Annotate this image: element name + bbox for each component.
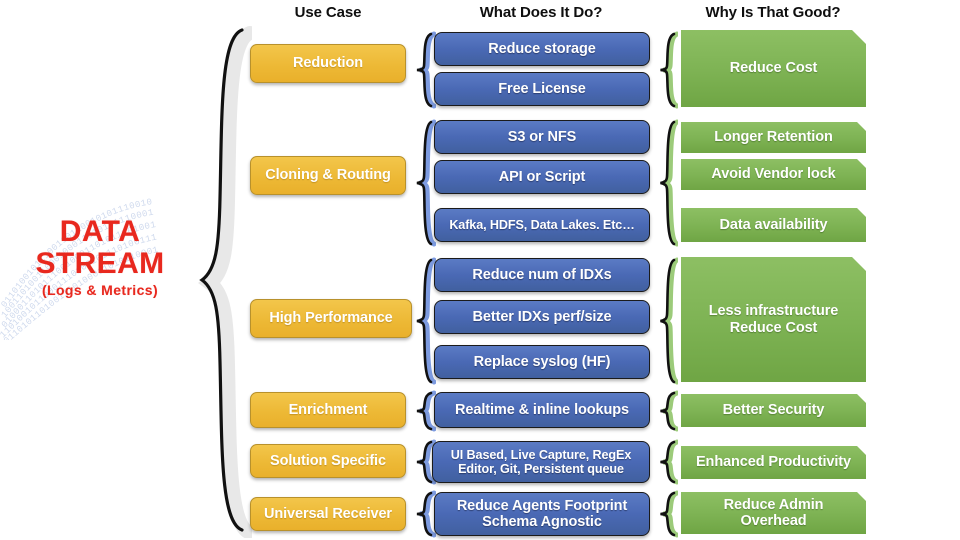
- what-box-better-idxs-perf-size[interactable]: Better IDXs perf/size: [434, 300, 650, 334]
- hero-subtitle: (Logs & Metrics): [41, 282, 159, 299]
- brace-why-row-4: [660, 390, 678, 432]
- why-box-reduce-admin-overhead[interactable]: Reduce Admin Overhead: [681, 492, 866, 534]
- why-box-reduce-cost[interactable]: Reduce Cost: [681, 30, 866, 107]
- use-case-box-enrichment[interactable]: Enrichment: [250, 392, 406, 428]
- binary-wave-graphic: 01101001011100110110010101110010 1001101…: [0, 197, 159, 340]
- why-box-better-security[interactable]: Better Security: [681, 394, 866, 427]
- brace-what-row-2: [416, 119, 436, 247]
- why-line-overhead: Overhead: [740, 513, 807, 529]
- what-box-free-license[interactable]: Free License: [434, 72, 650, 106]
- brace-why-row-1: [660, 31, 678, 109]
- use-case-box-reduction[interactable]: Reduction: [250, 44, 406, 83]
- what-line-editor-git: Editor, Git, Persistent queue: [458, 462, 624, 476]
- what-box-replace-syslog-hf[interactable]: Replace syslog (HF): [434, 345, 650, 379]
- use-case-box-cloning-routing[interactable]: Cloning & Routing: [250, 156, 406, 195]
- what-box-reduce-storage[interactable]: Reduce storage: [434, 32, 650, 66]
- brace-what-row-3: [416, 257, 436, 385]
- what-box-s3-or-nfs[interactable]: S3 or NFS: [434, 120, 650, 154]
- why-box-enhanced-productivity[interactable]: Enhanced Productivity: [681, 446, 866, 479]
- why-line-less-infrastructure: Less infrastructure: [708, 303, 839, 320]
- data-stream-hero: 01101001011100110110010101110010 1001101…: [0, 180, 215, 350]
- why-box-avoid-vendor-lock[interactable]: Avoid Vendor lock: [681, 159, 866, 190]
- brace-why-row-6: [660, 490, 678, 538]
- why-box-less-infrastructure-reduce-cost[interactable]: Less infrastructure Reduce Cost: [681, 257, 866, 382]
- brace-what-row-1: [416, 31, 436, 109]
- hero-line-2: STREAM: [35, 247, 165, 281]
- use-case-box-high-performance[interactable]: High Performance: [250, 299, 412, 338]
- why-line-reduce-cost: Reduce Cost: [729, 319, 818, 336]
- column-header-what-does-it-do: What Does It Do?: [479, 4, 603, 21]
- what-box-solution-specific-details[interactable]: UI Based, Live Capture, RegEx Editor, Gi…: [432, 441, 650, 483]
- what-box-reduce-num-of-idxs[interactable]: Reduce num of IDXs: [434, 258, 650, 292]
- brace-what-row-4: [416, 390, 436, 432]
- what-line-ui-based: UI Based, Live Capture, RegEx: [450, 447, 632, 462]
- brace-why-row-3: [660, 257, 678, 385]
- why-box-data-availability[interactable]: Data availability: [681, 208, 866, 242]
- what-line-schema-agnostic: Schema Agnostic: [482, 514, 602, 530]
- brace-why-row-5: [660, 439, 678, 485]
- column-header-why-is-that-good: Why Is That Good?: [705, 4, 841, 21]
- use-case-box-solution-specific[interactable]: Solution Specific: [250, 444, 406, 478]
- main-grouping-brace: [198, 26, 252, 538]
- use-case-box-universal-receiver[interactable]: Universal Receiver: [250, 497, 406, 531]
- column-header-use-case: Use Case: [294, 4, 362, 21]
- brace-why-row-2: [660, 119, 678, 247]
- hero-line-1: DATA: [59, 215, 141, 248]
- what-line-reduce-agents-footprint: Reduce Agents Footprint: [456, 497, 628, 514]
- what-box-universal-receiver-details[interactable]: Reduce Agents Footprint Schema Agnostic: [434, 492, 650, 536]
- why-line-reduce-admin: Reduce Admin: [723, 496, 824, 513]
- what-box-realtime-inline-lookups[interactable]: Realtime & inline lookups: [434, 392, 650, 428]
- brace-what-row-5: [416, 439, 436, 485]
- hero-title-block: DATA STREAM (Logs & Metrics): [0, 215, 200, 299]
- what-box-api-or-script[interactable]: API or Script: [434, 160, 650, 194]
- why-box-longer-retention[interactable]: Longer Retention: [681, 122, 866, 153]
- brace-what-row-6: [416, 490, 436, 538]
- what-box-kafka-hdfs-data-lakes[interactable]: Kafka, HDFS, Data Lakes. Etc…: [434, 208, 650, 242]
